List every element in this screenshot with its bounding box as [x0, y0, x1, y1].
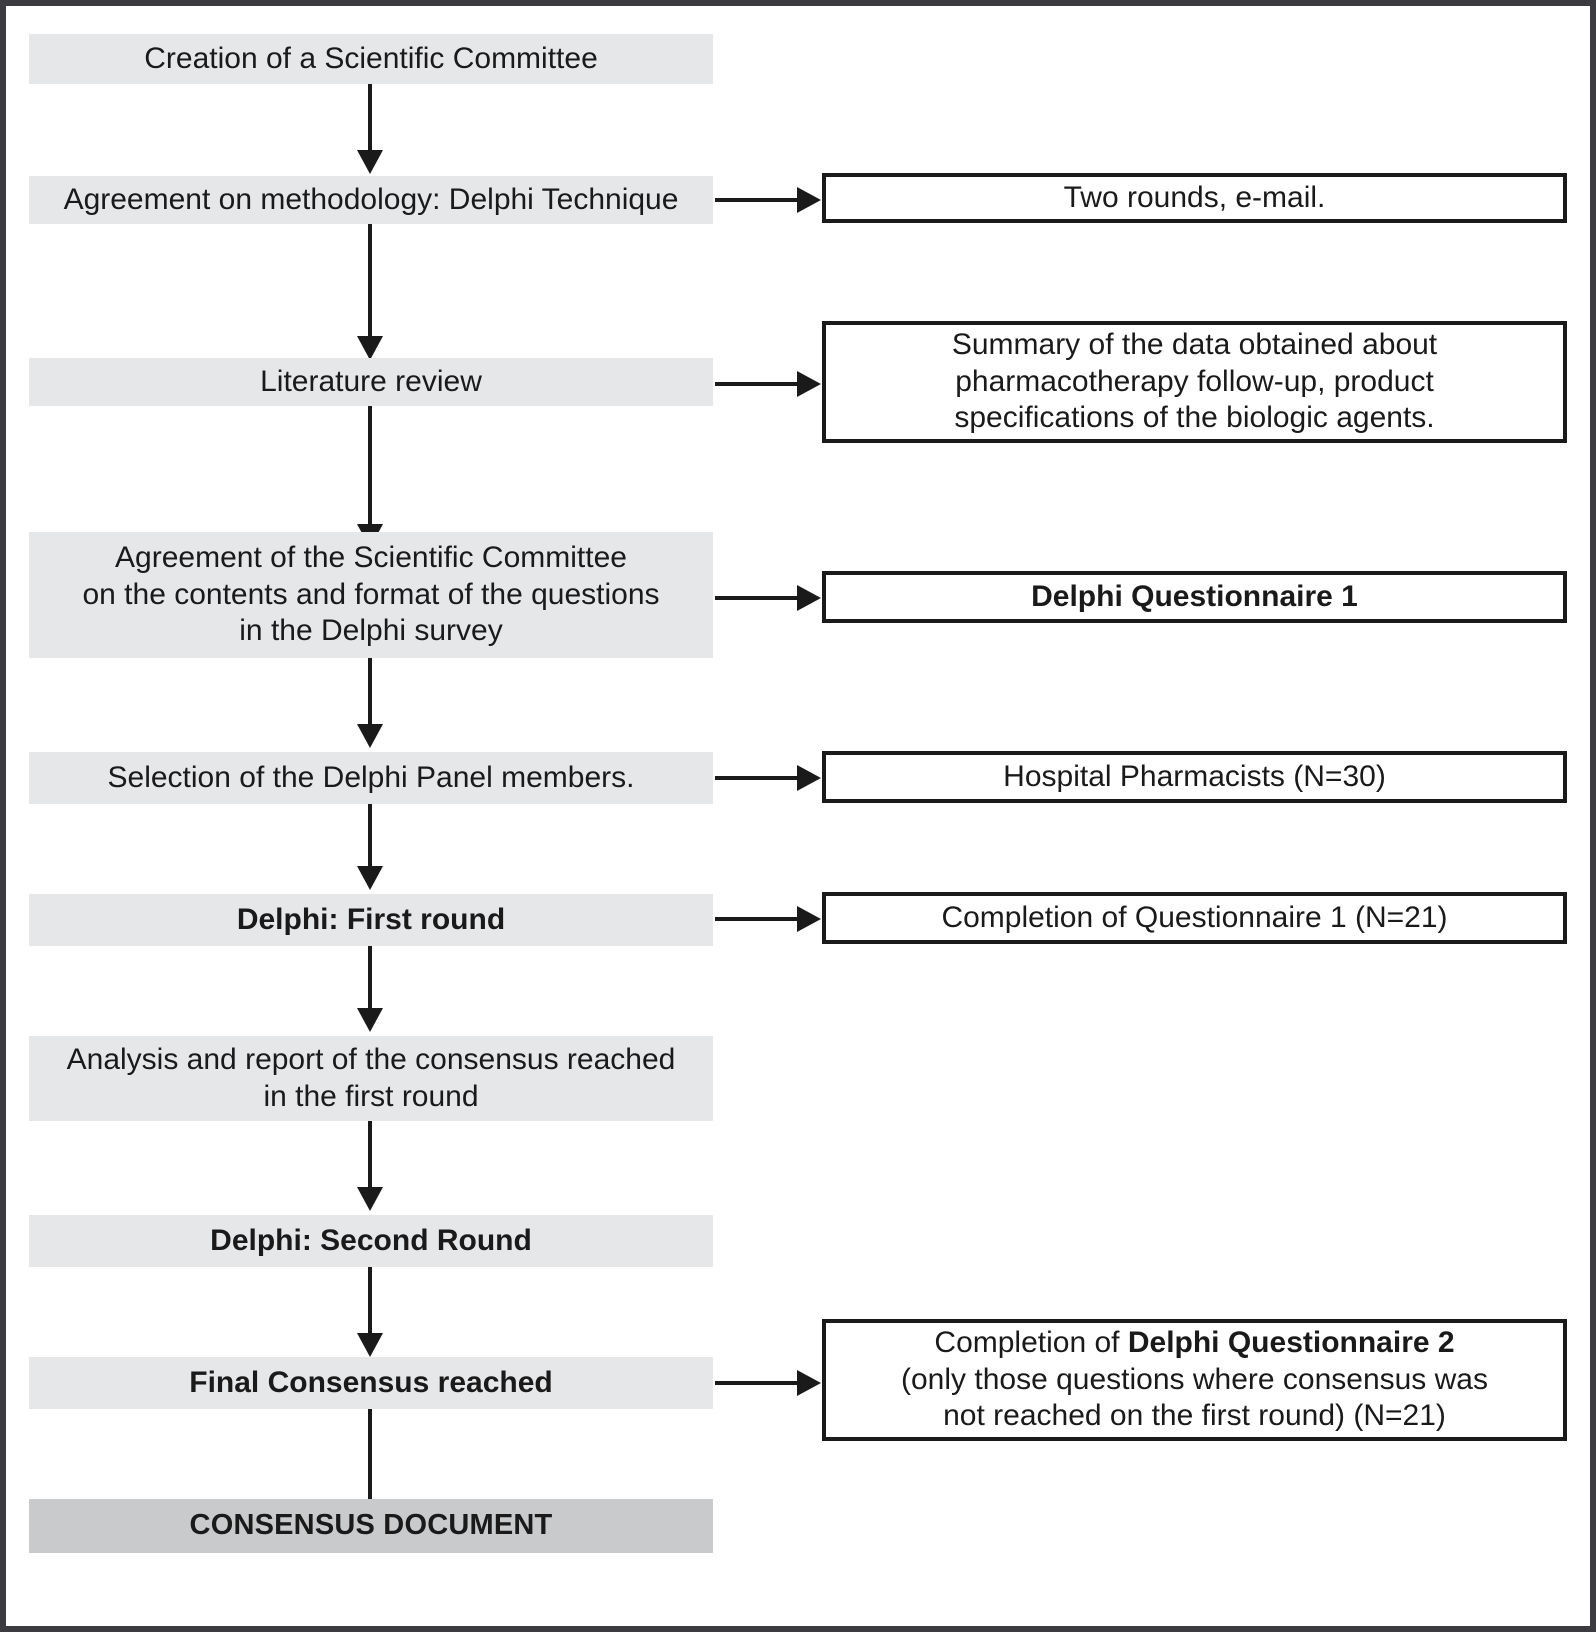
connector-final-to-completion-2	[715, 1381, 799, 1385]
note-delphi-questionnaire-1[interactable]: Delphi Questionnaire 1	[822, 571, 1567, 623]
step-selection-of-delphi-panel[interactable]: Selection of the Delphi Panel members.	[29, 752, 713, 804]
note-hospital-pharmacists[interactable]: Hospital Pharmacists (N=30)	[822, 751, 1567, 803]
connector-final-to-document	[368, 1409, 372, 1525]
connector-committee-to-panel	[368, 658, 372, 730]
note-line2: (only those questions where consensus wa…	[901, 1362, 1488, 1396]
arrowhead-final-to-completion-2	[797, 1370, 821, 1396]
step-final-consensus-reached[interactable]: Final Consensus reached	[29, 1357, 713, 1409]
note-line1-bold: Delphi Questionnaire 2	[1127, 1326, 1455, 1360]
note-label: Completion of Delphi Questionnaire 2(onl…	[826, 1325, 1563, 1435]
connector-analysis-to-second-round	[368, 1121, 372, 1193]
step-label: Delphi: First round	[236, 902, 506, 936]
arrowhead-creation-to-methodology	[357, 150, 383, 174]
step-label: Selection of the Delphi Panel members.	[107, 760, 635, 794]
note-two-rounds-email[interactable]: Two rounds, e-mail.	[822, 173, 1567, 223]
arrowhead-first-round-to-completion-1	[797, 906, 821, 932]
note-summary-of-data[interactable]: Summary of the data obtained about pharm…	[822, 321, 1567, 443]
connector-creation-to-methodology	[368, 84, 372, 156]
terminal-consensus-document[interactable]: CONSENSUS DOCUMENT	[29, 1499, 713, 1553]
connector-literature-to-committee	[368, 406, 372, 530]
connector-methodology-to-rounds	[715, 198, 799, 202]
note-label: Delphi Questionnaire 1	[1031, 579, 1358, 613]
step-label: Literature review	[260, 364, 482, 398]
arrowhead-committee-to-panel	[357, 724, 383, 748]
connector-first-round-to-completion-1	[715, 917, 799, 921]
connector-panel-to-pharmacists	[715, 776, 799, 780]
step-label: Creation of a Scientific Committee	[144, 41, 598, 75]
connector-second-round-to-final	[368, 1267, 372, 1339]
note-label: Completion of Questionnaire 1 (N=21)	[941, 900, 1448, 934]
connector-literature-to-summary	[715, 382, 799, 386]
step-delphi-second-round[interactable]: Delphi: Second Round	[29, 1215, 713, 1267]
note-completion-questionnaire-1[interactable]: Completion of Questionnaire 1 (N=21)	[822, 892, 1567, 944]
arrowhead-literature-to-summary	[797, 371, 821, 397]
arrowhead-first-round-to-analysis	[357, 1008, 383, 1032]
connector-first-round-to-analysis	[368, 946, 372, 1014]
note-label: Hospital Pharmacists (N=30)	[1003, 759, 1386, 793]
connector-committee-to-questionnaire-1	[715, 596, 799, 600]
note-line1-prefix: Completion of	[934, 1326, 1128, 1360]
note-completion-delphi-questionnaire-2[interactable]: Completion of Delphi Questionnaire 2(onl…	[822, 1319, 1567, 1441]
arrowhead-methodology-to-rounds	[797, 187, 821, 213]
step-label: Agreement on methodology: Delphi Techniq…	[63, 182, 679, 216]
terminal-label: CONSENSUS DOCUMENT	[189, 1509, 553, 1542]
step-delphi-first-round[interactable]: Delphi: First round	[29, 894, 713, 946]
flowchart-canvas: Creation of a Scientific Committee Agree…	[6, 6, 1590, 1626]
note-label: Two rounds, e-mail.	[1063, 180, 1326, 214]
connector-panel-to-first-round	[368, 804, 372, 872]
arrowhead-committee-to-questionnaire-1	[797, 585, 821, 611]
step-label: Final Consensus reached	[189, 1365, 553, 1399]
arrowhead-panel-to-first-round	[357, 866, 383, 890]
note-label: Summary of the data obtained about pharm…	[951, 328, 1438, 435]
arrowhead-second-round-to-final	[357, 1333, 383, 1357]
step-creation-of-scientific-committee[interactable]: Creation of a Scientific Committee	[29, 34, 713, 84]
step-label: Analysis and report of the consensus rea…	[66, 1042, 676, 1113]
step-label: Delphi: Second Round	[210, 1223, 532, 1257]
step-literature-review[interactable]: Literature review	[29, 358, 713, 406]
step-agreement-of-scientific-committee[interactable]: Agreement of the Scientific Committee on…	[29, 532, 713, 658]
note-line3: not reached on the first round) (N=21)	[943, 1399, 1446, 1433]
step-analysis-and-report[interactable]: Analysis and report of the consensus rea…	[29, 1036, 713, 1121]
arrowhead-methodology-to-literature	[357, 336, 383, 360]
connector-methodology-to-literature	[368, 224, 372, 342]
step-label: Agreement of the Scientific Committee on…	[82, 541, 660, 648]
arrowhead-analysis-to-second-round	[357, 1187, 383, 1211]
arrowhead-panel-to-pharmacists	[797, 765, 821, 791]
step-agreement-on-methodology[interactable]: Agreement on methodology: Delphi Techniq…	[29, 176, 713, 224]
